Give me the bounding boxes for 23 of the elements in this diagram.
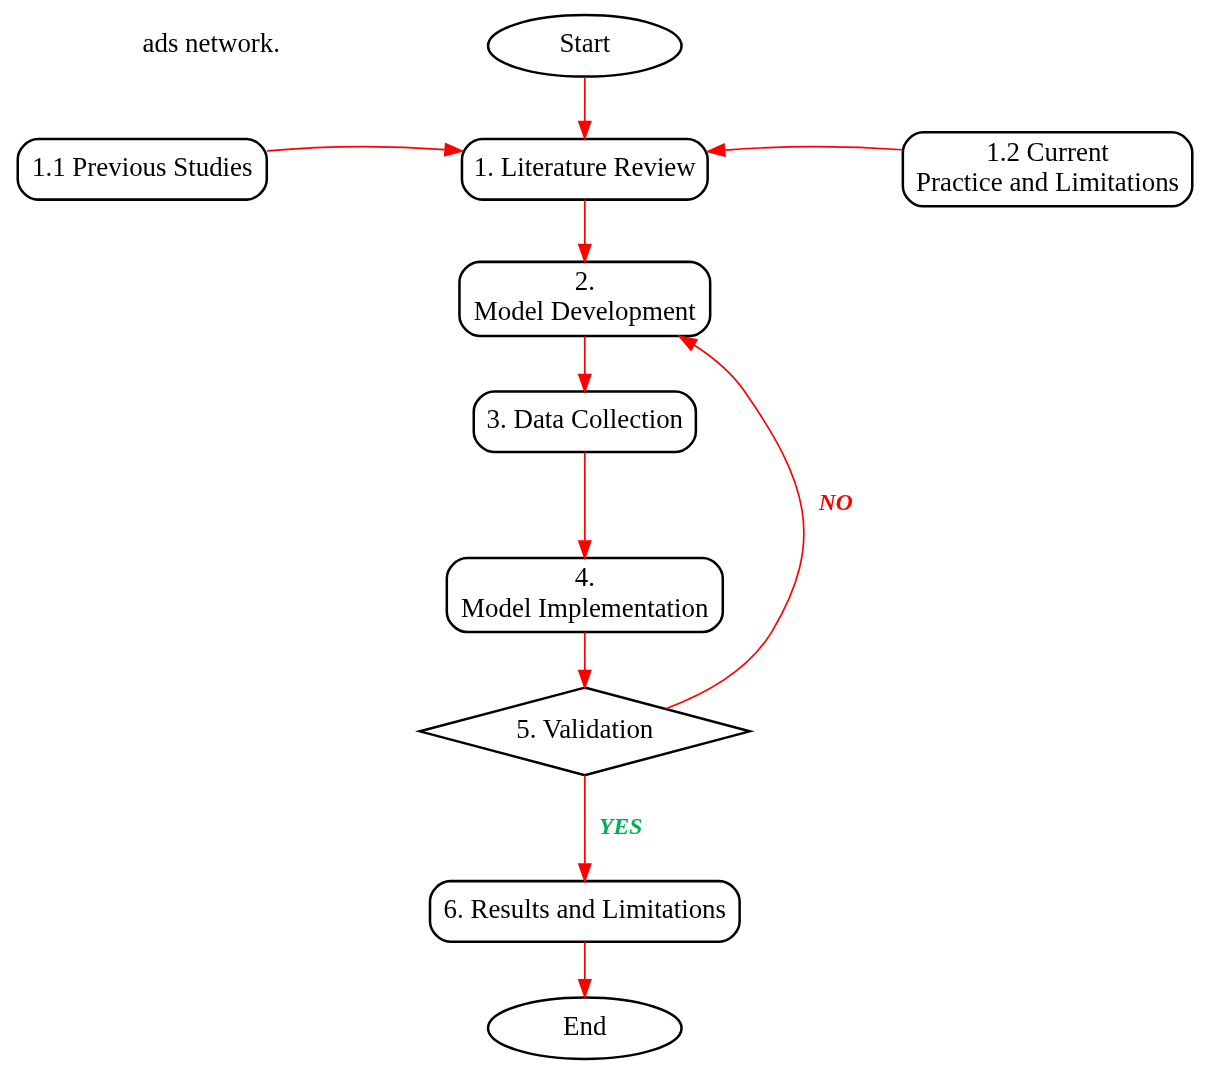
arrow bbox=[577, 198, 592, 264]
arrow bbox=[577, 774, 592, 884]
node-ellipse: Start bbox=[486, 13, 683, 78]
edge-label: NO bbox=[818, 489, 853, 516]
node-box: 4. Model Implementation bbox=[445, 556, 724, 634]
node-box: 1. Literature Review bbox=[460, 137, 709, 201]
node-box: 2. Model Development bbox=[457, 260, 711, 338]
arrow bbox=[577, 76, 592, 141]
arrow bbox=[704, 143, 903, 158]
node-box: 3. Data Collection bbox=[472, 390, 697, 454]
arrow bbox=[265, 142, 464, 157]
arrow bbox=[577, 451, 592, 561]
arrow bbox=[664, 335, 805, 710]
node-box: 1.1 Previous Studies bbox=[15, 137, 268, 201]
edge-label: YES bbox=[598, 812, 642, 839]
arrow bbox=[577, 335, 592, 394]
label: ads network. bbox=[141, 28, 280, 59]
node-box: 6. Results and Limitations bbox=[428, 879, 741, 943]
node-box: 1.2 Current Practice and Limitations bbox=[901, 131, 1194, 208]
node-diamond: 5. Validation bbox=[414, 686, 755, 777]
arrow bbox=[577, 940, 592, 1000]
node-ellipse: End bbox=[486, 996, 683, 1061]
arrow bbox=[577, 631, 592, 690]
